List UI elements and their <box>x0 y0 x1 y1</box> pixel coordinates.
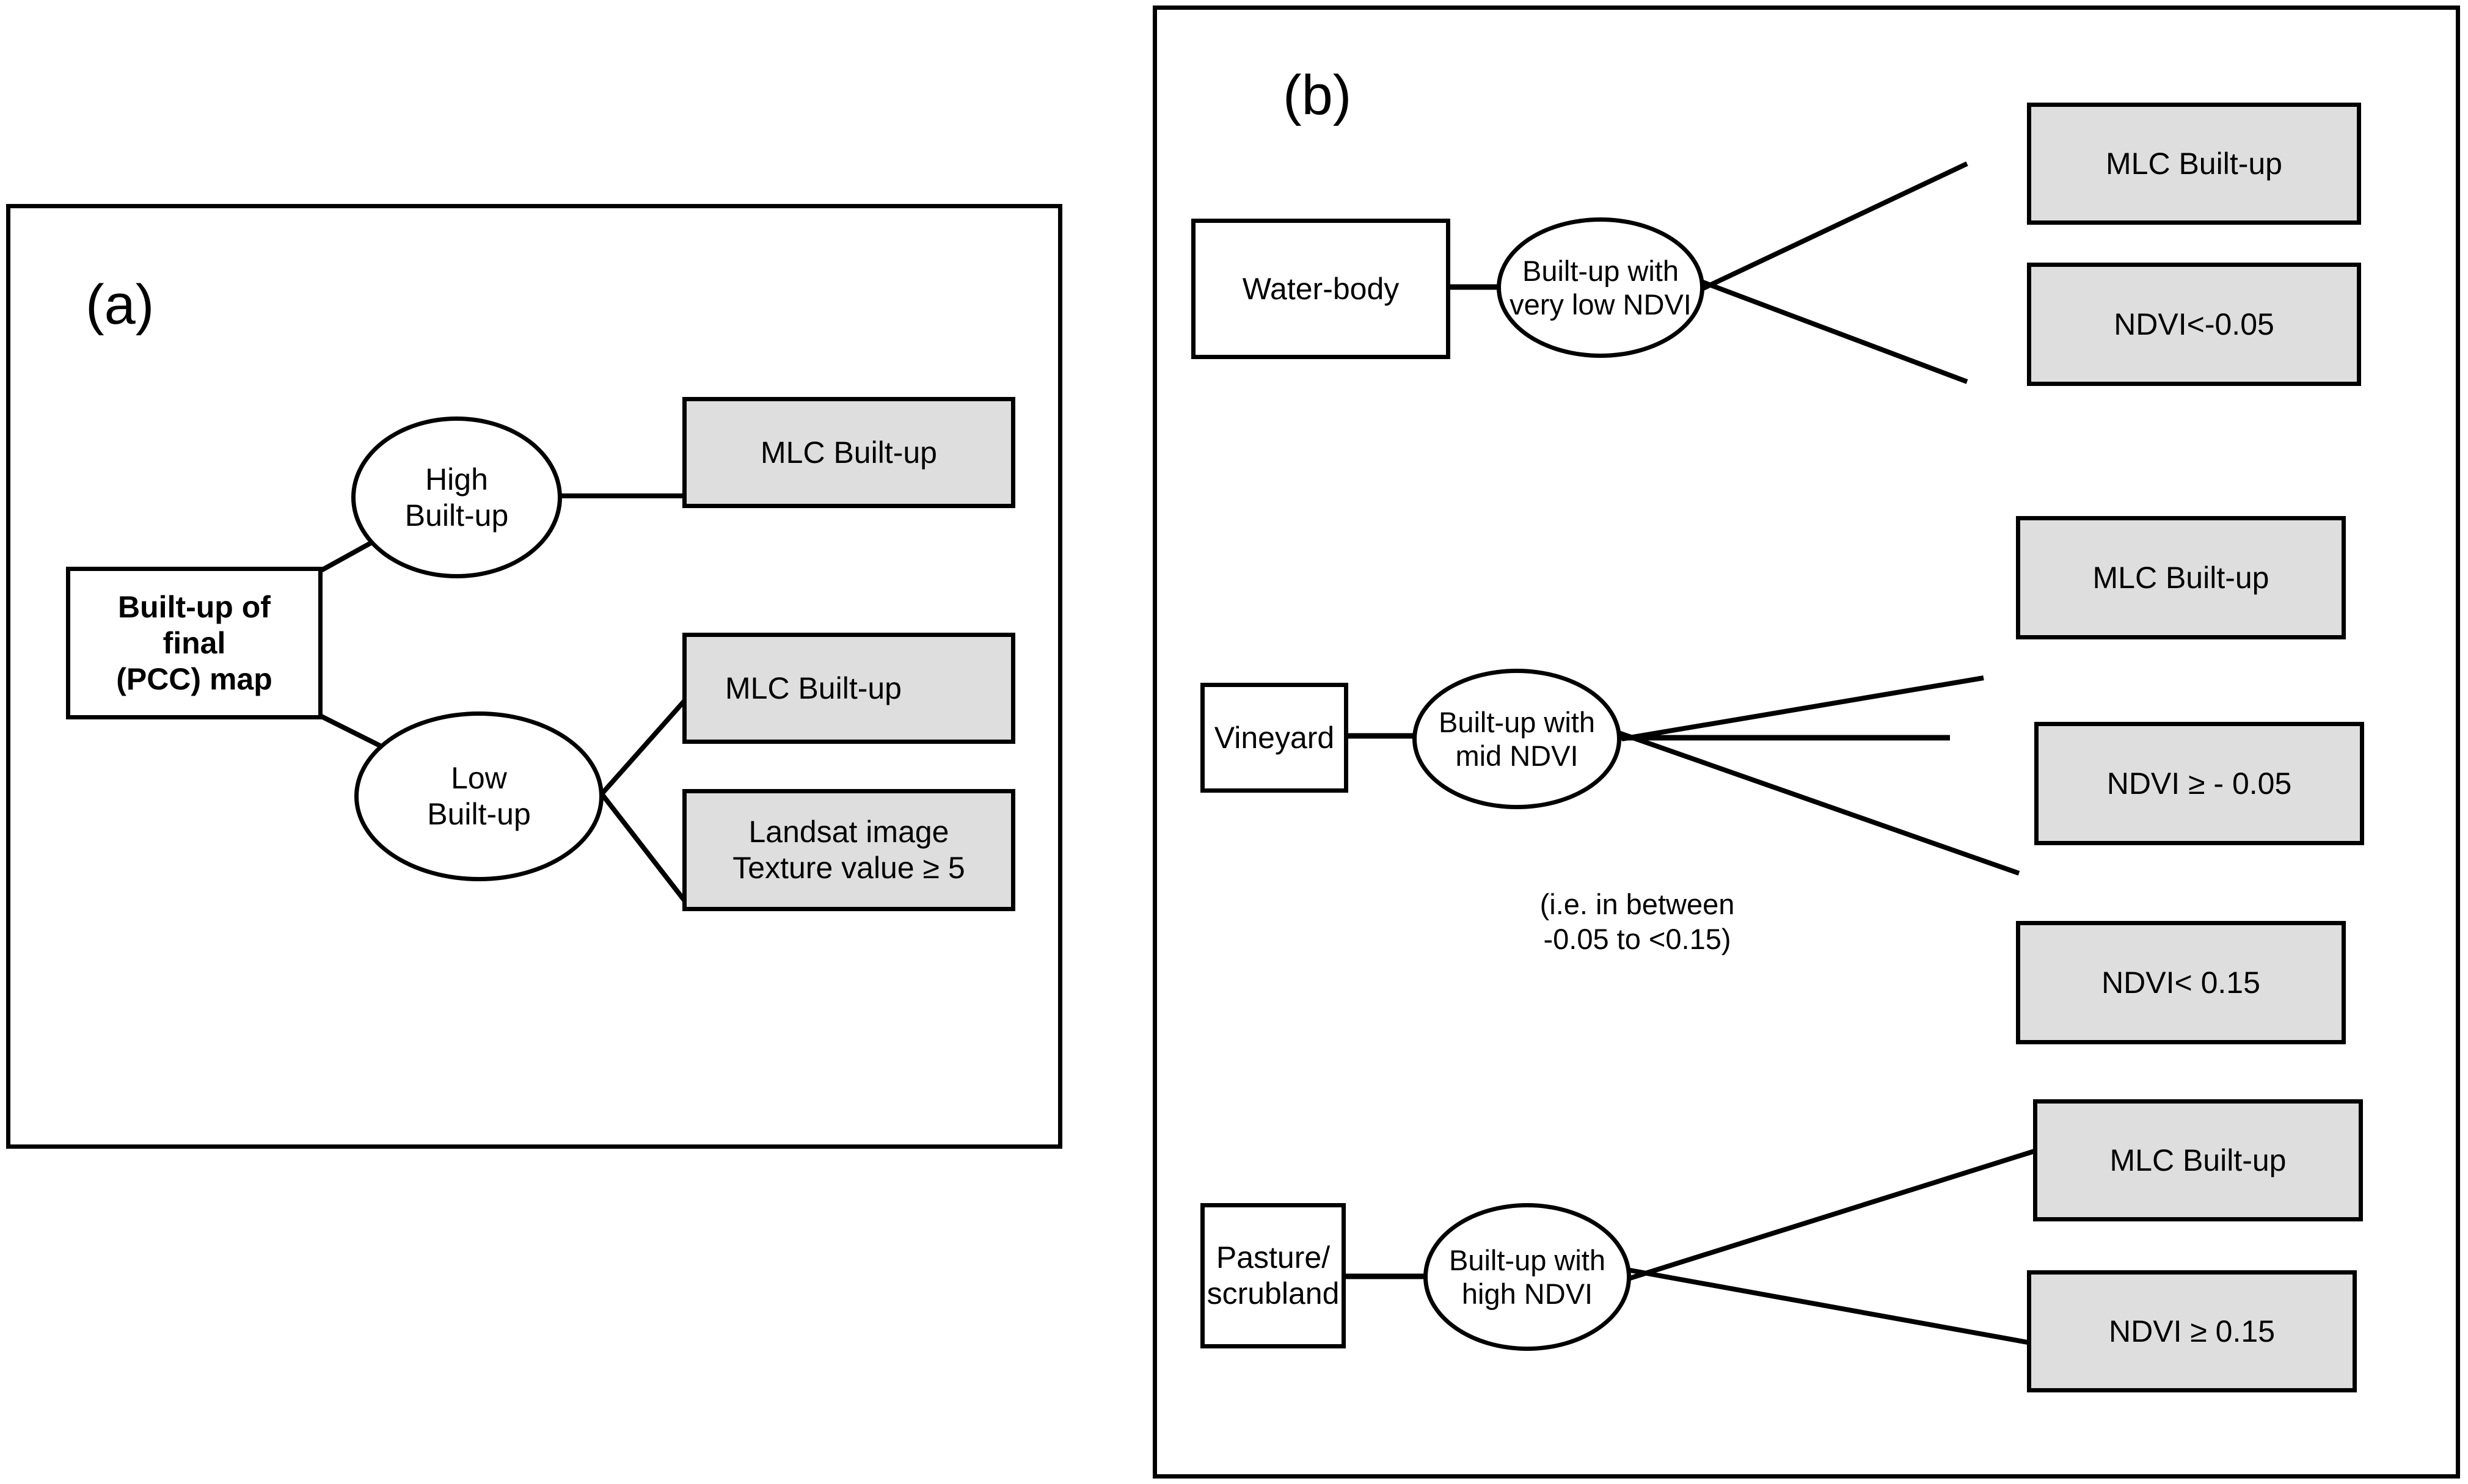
panel-a-outcome-low-mlc-label: MLC Built-up <box>725 671 902 705</box>
panel-b-source-pasture-label: Pasture/ scrubland <box>1207 1240 1340 1311</box>
panel-b-outcome-vineyard-mlc-label: MLC Built-up <box>2092 560 2269 595</box>
panel-a-outcome-low-mlc: MLC Built-up <box>682 633 1015 744</box>
panel-b-condition-high-ndvi-label: Built-up with high NDVI <box>1449 1243 1605 1310</box>
panel-a-condition-high-label: High Built-up <box>404 462 509 533</box>
panel-b-condition-high-ndvi: Built-up with high NDVI <box>1423 1203 1631 1351</box>
panel-a-condition-low: Low Built-up <box>354 711 604 881</box>
panel-a-label: (a) <box>86 274 155 336</box>
panel-b-outcome-water-ndvi-label: NDVI<-0.05 <box>2114 307 2274 341</box>
panel-b-condition-mid-ndvi-label: Built-up with mid NDVI <box>1439 705 1595 772</box>
panel-b-outcome-vineyard-ndvi-max: NDVI< 0.15 <box>2016 921 2346 1044</box>
panel-b-outcome-vineyard-mlc: MLC Built-up <box>2016 516 2346 639</box>
panel-b-outcome-vineyard-ndvi-min-label: NDVI ≥ - 0.05 <box>2106 766 2292 801</box>
panel-b-label: (b) <box>1283 64 1352 126</box>
panel-b-outcome-vineyard-ndvi-max-label: NDVI< 0.15 <box>2101 965 2260 1000</box>
panel-b-outcome-water-ndvi: NDVI<-0.05 <box>2027 263 2361 386</box>
panel-b-outcome-water-mlc-label: MLC Built-up <box>2106 146 2282 181</box>
panel-b-source-vineyard: Vineyard <box>1200 683 1348 793</box>
panel-b-condition-mid-ndvi: Built-up with mid NDVI <box>1412 669 1621 809</box>
panel-b-vineyard-note: (i.e. in between -0.05 to <0.15) <box>1539 888 1735 956</box>
panel-b-outcome-pasture-ndvi-label: NDVI ≥ 0.15 <box>2109 1314 2275 1348</box>
panel-b-outcome-vineyard-ndvi-min: NDVI ≥ - 0.05 <box>2034 722 2364 845</box>
panel-a-outcome-low-texture: Landsat image Texture value ≥ 5 <box>682 789 1015 911</box>
panel-b-source-water-body: Water-body <box>1191 219 1450 359</box>
panel-a-outcome-low-texture-label: Landsat image Texture value ≥ 5 <box>732 815 965 885</box>
panel-b-outcome-pasture-ndvi: NDVI ≥ 0.15 <box>2027 1270 2357 1392</box>
panel-b-source-vineyard-label: Vineyard <box>1214 720 1335 755</box>
panel-b-condition-very-low-ndvi-label: Built-up with very low NDVI <box>1510 254 1692 321</box>
panel-b-condition-very-low-ndvi: Built-up with very low NDVI <box>1497 217 1704 358</box>
panel-a-root-label: Built-up of final (PCC) map <box>116 589 272 696</box>
panel-b-outcome-pasture-mlc-label: MLC Built-up <box>2109 1143 2287 1177</box>
panel-b-source-pasture: Pasture/ scrubland <box>1200 1203 1346 1348</box>
panel-b-source-water-body-label: Water-body <box>1242 271 1400 306</box>
panel-b-outcome-pasture-mlc: MLC Built-up <box>2033 1099 2363 1221</box>
panel-a-outcome-high-mlc: MLC Built-up <box>682 397 1015 508</box>
panel-a-condition-high: High Built-up <box>351 416 562 578</box>
panel-a-outcome-high-mlc-label: MLC Built-up <box>761 435 937 470</box>
panel-a-root-node: Built-up of final (PCC) map <box>66 567 323 719</box>
panel-b-outcome-water-mlc: MLC Built-up <box>2027 103 2361 225</box>
panel-a-condition-low-label: Low Built-up <box>427 761 531 831</box>
